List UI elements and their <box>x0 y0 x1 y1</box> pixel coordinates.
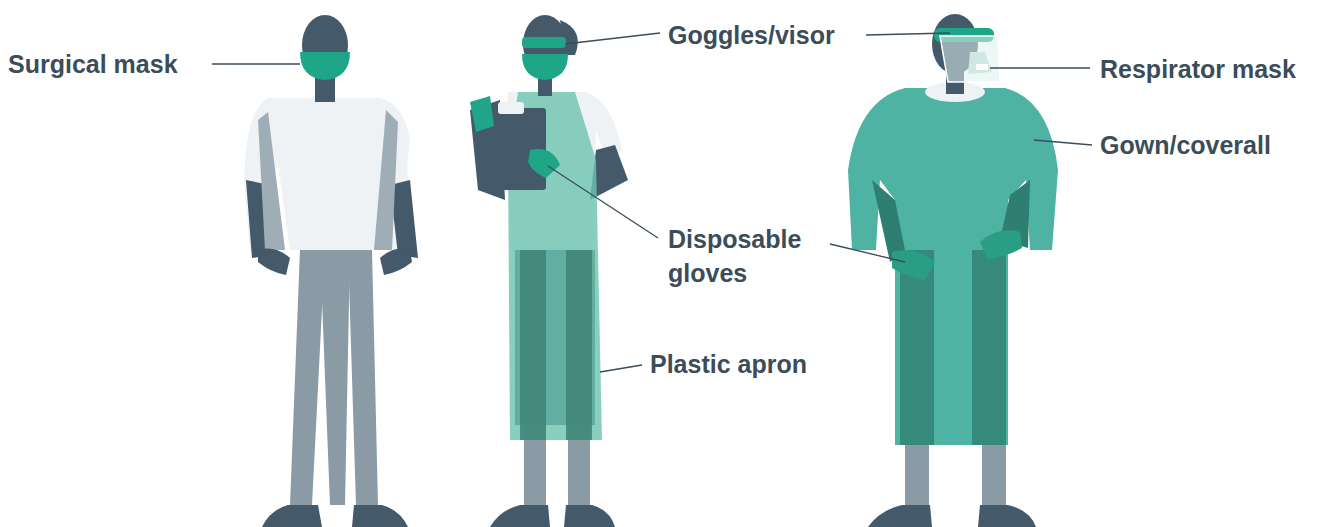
glove <box>470 96 494 132</box>
part-label: Plastic apron <box>650 347 870 381</box>
shirt-shade <box>374 110 398 250</box>
figure-surgical-mask <box>244 15 418 527</box>
leader-line <box>565 33 660 44</box>
leader-line <box>212 63 300 64</box>
leg <box>982 440 1006 508</box>
hand <box>380 249 412 275</box>
clip <box>498 102 524 114</box>
leader-line <box>830 244 905 262</box>
part-label: Disposable gloves <box>668 222 818 290</box>
leader-line <box>1034 140 1092 145</box>
leader-line <box>866 33 950 35</box>
part-label: Surgical mask <box>8 47 218 81</box>
part-label: Gown/coverall <box>1100 128 1340 162</box>
gown <box>848 88 1058 445</box>
shirt <box>268 98 410 250</box>
respirator-valve <box>976 64 988 70</box>
shoe <box>352 505 408 527</box>
part-label: Respirator mask <box>1100 52 1340 86</box>
sleeve-shade <box>872 180 905 262</box>
glove <box>980 230 1022 260</box>
shoe <box>262 505 322 527</box>
visor <box>940 36 1000 82</box>
shoe <box>564 505 615 527</box>
glove <box>528 149 560 178</box>
leader-lines <box>212 33 1092 372</box>
gown-shade <box>900 250 934 445</box>
figure-gown <box>848 14 1058 527</box>
leg <box>290 250 325 505</box>
hand <box>258 249 290 275</box>
respirator-mask <box>968 52 992 74</box>
shoe <box>868 505 932 527</box>
shoe <box>978 505 1036 527</box>
shirt-shade <box>258 112 285 250</box>
gown-shade <box>972 250 1006 445</box>
glove <box>892 250 935 280</box>
goggles <box>522 37 566 48</box>
surgical-mask <box>300 52 350 80</box>
shoe <box>490 505 550 527</box>
apron-shade <box>566 250 592 440</box>
figure-apron <box>470 15 628 527</box>
apron-shade <box>520 250 546 440</box>
part-label: Goggles/visor <box>668 18 868 52</box>
leg <box>348 250 378 505</box>
leader-line <box>990 67 1090 68</box>
leader-line <box>548 166 658 238</box>
leader-line <box>600 365 642 372</box>
leg <box>905 440 929 508</box>
surgical-mask <box>522 54 568 80</box>
